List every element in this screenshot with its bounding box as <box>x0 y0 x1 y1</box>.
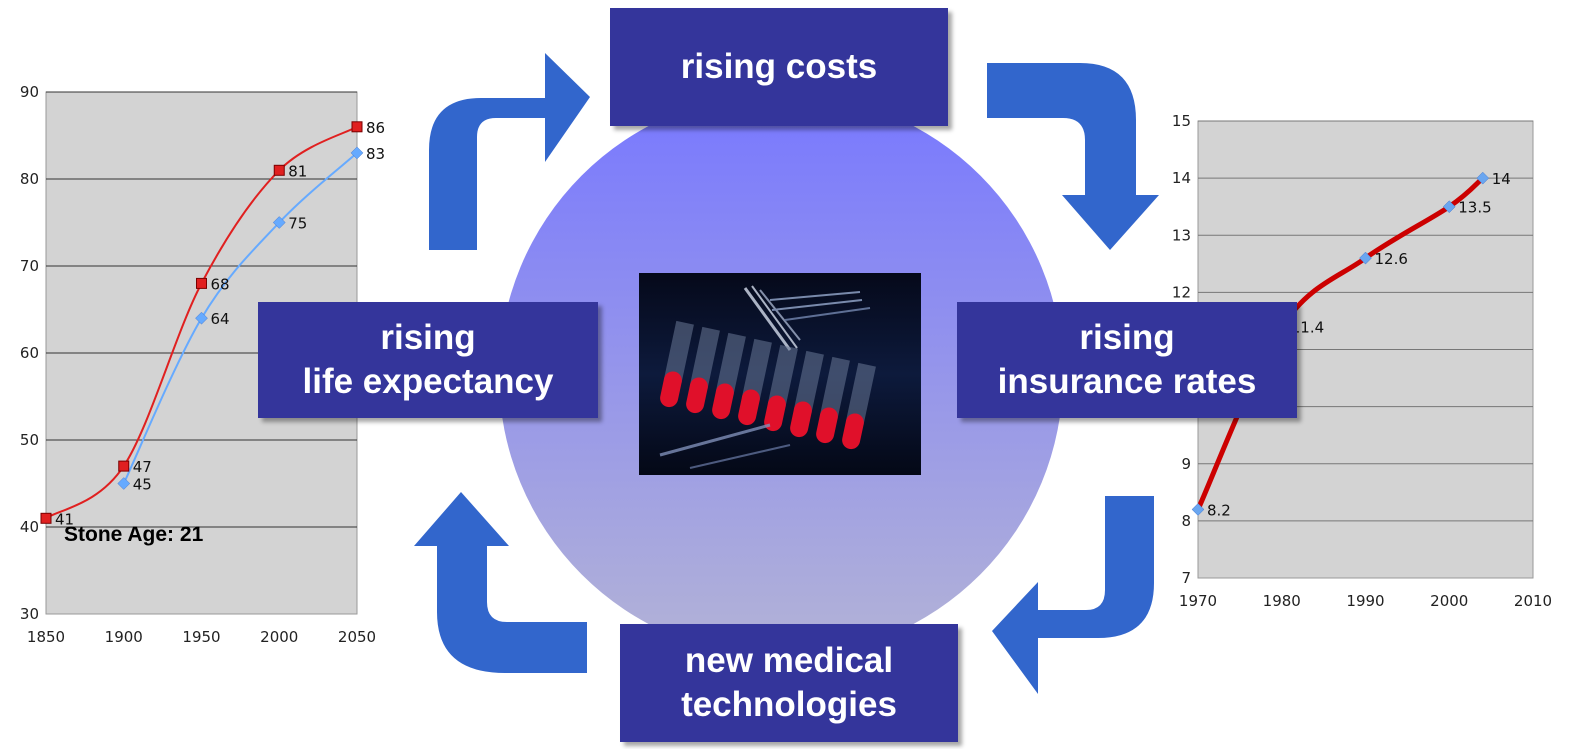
series-lines <box>45 125 358 520</box>
data-label: 81 <box>288 162 307 180</box>
data-point-marker <box>351 121 363 133</box>
x-tick-labels: 1970 1980 1990 2000 2010 <box>1179 592 1552 610</box>
x-tick-label: 2010 <box>1514 592 1552 610</box>
y-tick-label: 80 <box>20 170 39 188</box>
insurance-rates-line1: rising <box>1079 318 1175 357</box>
arrow-bottom-left <box>414 492 587 673</box>
data-label: 8.2 <box>1207 501 1231 519</box>
tube-group <box>660 320 876 450</box>
data-label: 83 <box>366 145 385 163</box>
y-tick-label: 15 <box>1172 112 1191 130</box>
data-point-marker <box>40 512 52 524</box>
y-tick-label: 30 <box>20 605 39 623</box>
x-tick-label: 1970 <box>1179 592 1217 610</box>
y-tick-label: 13 <box>1172 226 1191 244</box>
medical-technologies-line1: new medical <box>684 641 894 680</box>
y-tick-label: 9 <box>1181 455 1191 473</box>
insurance-rates-line2: insurance rates <box>997 362 1257 401</box>
x-tick-label: 1990 <box>1346 592 1384 610</box>
x-tick-label: 1980 <box>1263 592 1301 610</box>
arrow-top-right <box>987 63 1159 250</box>
x-tick-label: 2000 <box>260 628 298 646</box>
data-label: 86 <box>366 119 385 137</box>
data-point-marker <box>273 164 285 176</box>
data-point-marker <box>1442 200 1456 214</box>
data-label: 12.6 <box>1375 250 1408 268</box>
test-tubes-image <box>639 273 921 475</box>
data-point-marker <box>196 277 207 289</box>
gridlines <box>46 91 357 528</box>
data-label: 75 <box>288 215 307 233</box>
x-tick-label: 1950 <box>182 628 220 646</box>
y-tick-label: 40 <box>20 518 39 536</box>
x-tick-label: 2050 <box>338 628 376 646</box>
y-tick-label: 70 <box>20 257 39 275</box>
y-tick-label: 90 <box>20 83 39 101</box>
series-line-0 <box>45 125 358 520</box>
data-labels: 8.2 11.4 12.6 13.514 <box>1207 170 1511 519</box>
life-expectancy-line1: rising <box>380 318 476 357</box>
data-label: 11.4 <box>1291 319 1324 337</box>
stone-age-annotation: Stone Age: 21 <box>64 523 204 546</box>
y-tick-label: 7 <box>1181 569 1191 587</box>
y-tick-label: 12 <box>1172 283 1191 301</box>
rising-life-expectancy-box: rising life expectancy <box>258 302 598 418</box>
y-tick-labels: 30 40 50 60 70 80 90 <box>20 83 39 623</box>
x-tick-label: 1850 <box>27 628 65 646</box>
data-label: 14 <box>1492 170 1511 188</box>
new-medical-technologies-box: new medical technologies <box>620 624 958 742</box>
data-labels: 41 47 68 81 86 45 64 75 83 <box>55 119 385 528</box>
data-label: 68 <box>211 275 230 293</box>
data-label: 41 <box>55 510 74 528</box>
y-tick-label: 60 <box>20 344 39 362</box>
data-point-marker <box>117 477 131 490</box>
data-label: 13.5 <box>1458 199 1491 217</box>
series-line-1 <box>122 152 358 484</box>
rising-costs-label: rising costs <box>680 47 878 86</box>
rising-insurance-rates-box: rising insurance rates <box>957 302 1297 418</box>
data-point-marker <box>1359 251 1372 265</box>
data-point-marker <box>195 311 208 325</box>
y-tick-label: 50 <box>20 431 39 449</box>
medical-technologies-line2: technologies <box>681 685 897 724</box>
data-label: 64 <box>211 310 230 328</box>
data-point-marker <box>272 216 286 229</box>
data-point-marker <box>1476 171 1490 185</box>
data-label: 45 <box>133 476 152 494</box>
x-tick-label: 2000 <box>1430 592 1468 610</box>
x-tick-label: 1900 <box>105 628 143 646</box>
y-tick-label: 14 <box>1172 169 1191 187</box>
data-point-marker <box>1191 503 1205 516</box>
data-point-marker <box>350 146 364 160</box>
x-tick-labels: 1850 1900 1950 2000 2050 <box>27 628 376 646</box>
data-label: 47 <box>133 458 152 476</box>
life-expectancy-line2: life expectancy <box>302 362 554 401</box>
arrow-bottom-right <box>992 496 1154 694</box>
y-tick-label: 8 <box>1181 512 1191 530</box>
arrow-top-left <box>429 53 590 250</box>
data-point-marker <box>118 460 130 472</box>
rising-costs-box: rising costs <box>610 8 948 126</box>
series-markers <box>40 121 364 524</box>
